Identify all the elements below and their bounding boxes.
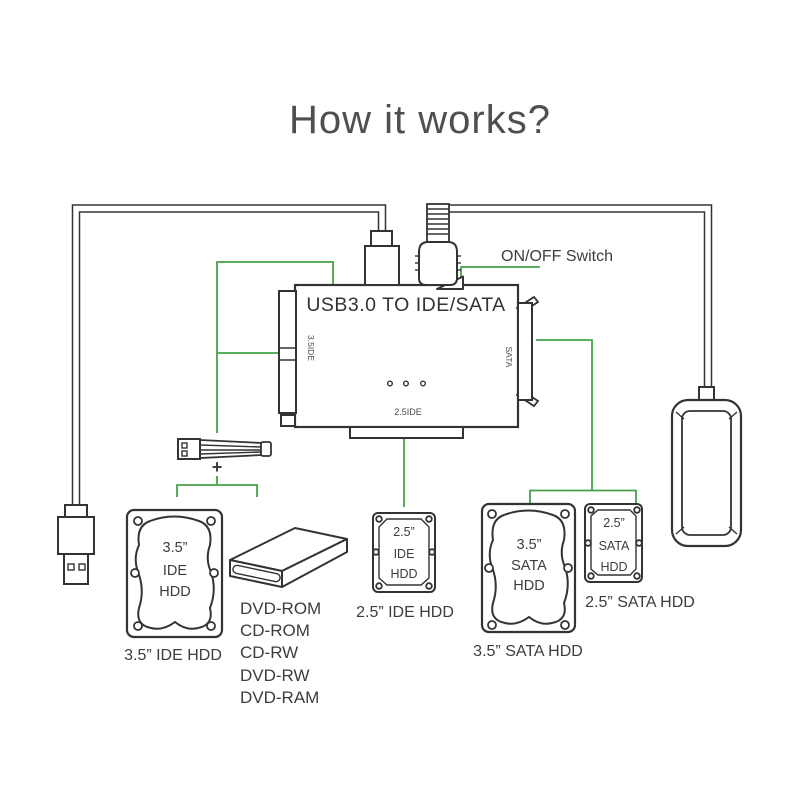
ide35-screws bbox=[130, 516, 219, 631]
ide25-screws bbox=[372, 515, 436, 590]
sata35-case bbox=[480, 502, 577, 634]
ide35-line2: IDE bbox=[163, 563, 188, 579]
psu-inner bbox=[681, 410, 732, 536]
switch-pointer-line bbox=[460, 266, 540, 286]
molex-pin bbox=[181, 442, 188, 449]
sata25-screws bbox=[584, 506, 643, 580]
sata25-line1: 2.5” bbox=[603, 516, 625, 530]
sata-connection-line bbox=[529, 339, 637, 504]
usb-a-pin-hole bbox=[78, 563, 86, 571]
ide-connection-line bbox=[216, 261, 334, 433]
dc-plug-thread-ribs bbox=[427, 208, 449, 235]
switch-label: ON/OFF Switch bbox=[501, 248, 613, 265]
sata35-line3: HDD bbox=[513, 578, 544, 594]
adapter-label: USB3.0 TO IDE/SATA bbox=[306, 294, 505, 316]
dvd-disc-slot bbox=[232, 564, 281, 583]
dc-plug-grip-ticks bbox=[415, 255, 461, 271]
usb-a-pin-hole bbox=[67, 563, 75, 571]
molex-pin bbox=[181, 450, 188, 457]
sata25-line2: SATA bbox=[599, 539, 630, 553]
usb-cable-core bbox=[73, 205, 385, 505]
adapter-sata-port bbox=[517, 302, 533, 401]
sata25-caption: 2.5” SATA HDD bbox=[585, 594, 695, 611]
molex-plug-body bbox=[177, 438, 201, 460]
sata35-caption: 3.5” SATA HDD bbox=[473, 643, 583, 660]
sata25-line3: HDD bbox=[600, 560, 627, 574]
led-dot bbox=[387, 380, 394, 387]
ide25-inner-plate bbox=[378, 518, 430, 586]
adapter-side-label-bottom: 2.5IDE bbox=[394, 407, 422, 417]
usb-cable bbox=[71, 204, 387, 505]
usb-a-plug bbox=[57, 504, 95, 585]
adapter-unit: USB3.0 TO IDE/SATA 3.5IDE SATA 2.5IDE bbox=[278, 275, 540, 439]
adapter-side-label-right: SATA bbox=[504, 347, 514, 368]
device-ide25-hdd: 2.5” IDE HDD 2.5” IDE HDD bbox=[356, 512, 454, 621]
ide35-line3: HDD bbox=[159, 584, 190, 600]
adapter-25ide-port bbox=[349, 426, 464, 439]
adapter-side-label-left: 3.5IDE bbox=[306, 335, 316, 361]
usb-a-shell bbox=[57, 516, 95, 555]
page-title: How it works? bbox=[289, 98, 551, 142]
adapter-ide-port-foot bbox=[280, 414, 296, 427]
dc-barrel-plug bbox=[415, 203, 461, 286]
dvd-caption-line: CD-ROM bbox=[240, 621, 310, 640]
sata35-line2: SATA bbox=[511, 558, 547, 574]
led-dot bbox=[403, 380, 410, 387]
usb-b-plug-neck bbox=[370, 230, 393, 247]
sata25-inner-plate bbox=[590, 509, 637, 576]
usb-a-collar bbox=[64, 504, 88, 518]
device-sata35-hdd: 3.5” SATA HDD 3.5” SATA HDD bbox=[473, 502, 583, 660]
ide25-caption: 2.5” IDE HDD bbox=[356, 604, 454, 621]
device-dvd-drive: DVD-ROM CD-ROM CD-RW DVD-RW DVD-RAM bbox=[229, 527, 348, 707]
ide25-line2: IDE bbox=[394, 547, 415, 561]
adapter-ide-port bbox=[278, 290, 297, 414]
molex-end-cap bbox=[260, 441, 272, 457]
ide35-line1: 3.5” bbox=[163, 540, 188, 556]
sata35-line1: 3.5” bbox=[517, 537, 542, 553]
dc-plug-body bbox=[418, 241, 458, 286]
usb-b-plug-body bbox=[364, 245, 400, 286]
usb-a-tip bbox=[63, 553, 89, 585]
ide-devices-bracket bbox=[176, 476, 258, 497]
psu-bevels bbox=[675, 411, 738, 535]
usb-b-plug bbox=[364, 230, 400, 286]
ide25-line3: HDD bbox=[390, 567, 417, 581]
ide35-case bbox=[125, 508, 224, 639]
power-adapter-brick bbox=[670, 386, 743, 548]
plus-sign: + bbox=[212, 457, 223, 477]
ide25-line1: 2.5” bbox=[393, 525, 415, 539]
dvd-caption-line: DVD-RW bbox=[240, 666, 310, 685]
sata35-screws bbox=[484, 509, 573, 630]
adapter-body bbox=[293, 283, 520, 429]
molex-wires bbox=[199, 439, 263, 459]
led-dot bbox=[420, 380, 427, 387]
dvd-caption-line: DVD-RAM bbox=[240, 688, 319, 707]
device-ide35-hdd: 3.5” IDE HDD 3.5” IDE HDD bbox=[124, 508, 224, 664]
ide35-caption: 3.5” IDE HDD bbox=[124, 647, 222, 664]
dvd-caption-list: DVD-ROM CD-ROM CD-RW DVD-RW DVD-RAM bbox=[240, 599, 321, 707]
dvd-caption-line: CD-RW bbox=[240, 643, 298, 662]
dvd-caption-line: DVD-ROM bbox=[240, 599, 321, 618]
device-sata25-hdd: 2.5” SATA HDD 2.5” SATA HDD bbox=[584, 503, 695, 611]
molex-power-cable bbox=[177, 438, 272, 460]
